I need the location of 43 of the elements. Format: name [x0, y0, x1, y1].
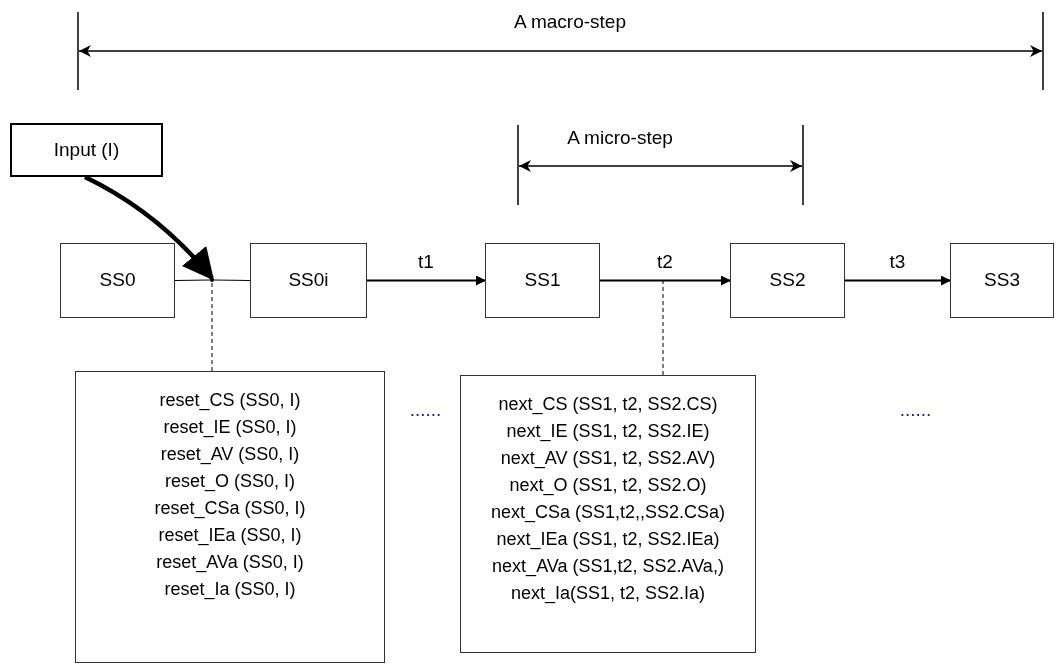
state-box — [730, 243, 845, 318]
state-box — [485, 243, 600, 318]
node-label: Input (I) — [53, 137, 120, 162]
state-box — [950, 243, 1054, 318]
arrow — [84, 175, 215, 281]
function-call-text: next_CS (SS1, t2, SS2.CS) — [498, 393, 718, 415]
function-call-text: reset_O (SS0, I) — [164, 470, 295, 492]
function-list-box — [75, 371, 385, 663]
function-call-text: reset_AV (SS0, I) — [160, 443, 300, 465]
function-call-text: reset_AVa (SS0, I) — [156, 551, 304, 573]
edge-label: t3 — [889, 250, 906, 274]
function-call-text: next_O (SS1, t2, SS2.O) — [509, 474, 707, 496]
function-list-box — [460, 375, 756, 653]
edge-label: t2 — [657, 250, 673, 274]
arrow — [599, 275, 731, 286]
function-call-text: reset_IEa (SS0, I) — [158, 524, 302, 546]
arrow — [844, 275, 951, 286]
node-label: SS0i — [288, 268, 329, 293]
arrow — [366, 275, 486, 286]
leader-line — [211, 281, 213, 372]
node-label: SS0 — [99, 268, 136, 293]
dimension-label: A micro-step — [566, 126, 674, 150]
function-call-text: next_Ia(SS1, t2, SS2.Ia) — [510, 582, 706, 604]
function-call-text: reset_CSa (SS0, I) — [154, 497, 306, 519]
function-call-text: next_AVa (SS1,t2, SS2.AVa,) — [492, 555, 724, 577]
function-call-text: next_CSa (SS1,t2,,SS2.CSa) — [490, 501, 726, 523]
function-call-text: next_AV (SS1, t2, SS2.AV) — [500, 447, 716, 469]
node-label: SS3 — [984, 268, 1020, 293]
input-box — [10, 123, 163, 177]
edge-label: t1 — [418, 250, 434, 274]
dimension-label: A macro-step — [513, 10, 627, 34]
function-call-text: reset_CS (SS0, I) — [159, 389, 301, 411]
state-box — [60, 243, 175, 318]
ellipsis-dots: ...... — [898, 398, 933, 422]
state-box — [250, 243, 367, 318]
function-call-text: reset_IE (SS0, I) — [163, 416, 297, 438]
function-call-text: next_IEa (SS1, t2, SS2.IEa) — [496, 528, 720, 550]
function-call-text: next_IE (SS1, t2, SS2.IE) — [506, 420, 710, 442]
node-label: SS2 — [769, 268, 806, 293]
ellipsis-dots: ...... — [408, 398, 443, 422]
node-label: SS1 — [524, 268, 561, 293]
function-call-text: reset_Ia (SS0, I) — [164, 578, 296, 600]
leader-line — [662, 280, 664, 376]
